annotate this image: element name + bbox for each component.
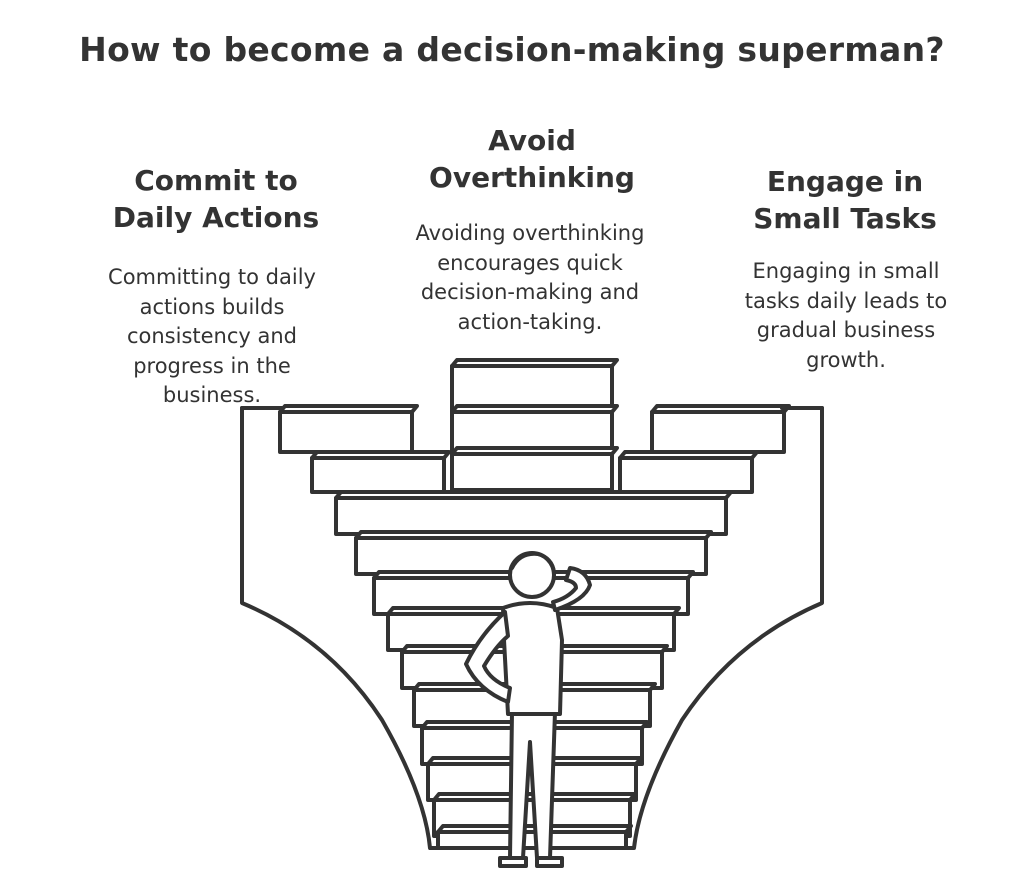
stair-step xyxy=(336,498,726,534)
right-stair-step xyxy=(620,458,752,492)
stair-step xyxy=(438,832,626,848)
left-stair-step xyxy=(280,412,412,452)
person-torso xyxy=(503,603,562,714)
left-stair-step xyxy=(312,458,444,492)
center-tower-block xyxy=(452,454,612,490)
person-feet xyxy=(500,858,562,866)
right-stair-step xyxy=(652,412,784,452)
